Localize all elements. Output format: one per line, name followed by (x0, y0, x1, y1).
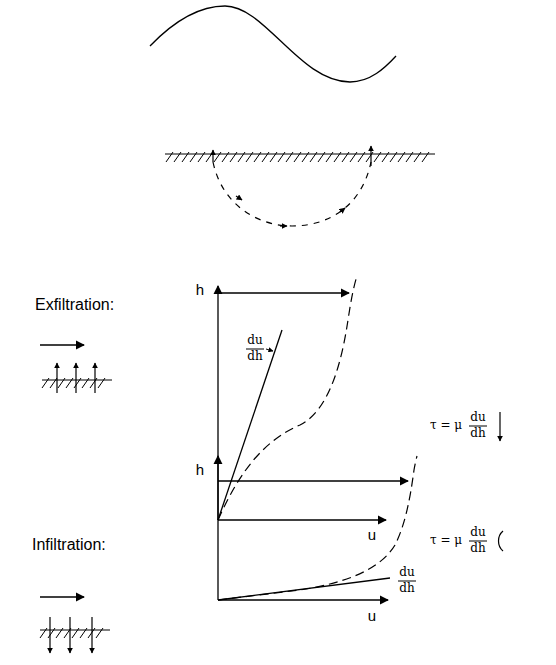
shear-arrow (499, 412, 500, 441)
hatch-mark (74, 378, 81, 388)
wave (150, 6, 396, 82)
hatch-mark (414, 152, 421, 162)
velocity-profile (218, 456, 417, 600)
hatch-mark (358, 152, 365, 162)
hatch-mark (40, 628, 47, 638)
seabed (42, 380, 112, 381)
hatch-mark (198, 152, 205, 162)
hatch-mark (326, 152, 333, 162)
gradient-line (218, 330, 282, 520)
hatch-mark (230, 152, 237, 162)
hatch-mark (222, 152, 229, 162)
infiltration-arrow (69, 617, 70, 653)
hatch-mark (422, 152, 429, 162)
section-title: Exfiltration: (35, 296, 114, 314)
infiltration-arrow (91, 617, 92, 653)
fraction-bar (246, 349, 264, 350)
hatch-mark (390, 152, 397, 162)
hatch-mark (286, 152, 293, 162)
u-axis (218, 519, 386, 520)
hatch-mark (66, 378, 73, 388)
circulation-arrowhead (236, 196, 242, 200)
fraction-bar (469, 426, 487, 427)
hatch-mark (398, 152, 405, 162)
hatch-mark (342, 152, 349, 162)
hatch-mark (318, 152, 325, 162)
hatch-mark (98, 378, 105, 388)
hatch-mark (182, 152, 189, 162)
formula: τ = μ (430, 419, 462, 432)
depth-arrow (218, 480, 408, 481)
h-axis (217, 456, 218, 600)
hatch-mark (90, 378, 97, 388)
hatch-mark (278, 152, 285, 162)
axis-label: u (368, 527, 376, 544)
hatch-mark (302, 152, 309, 162)
axis-label: h (196, 462, 204, 479)
hatch-mark (72, 628, 79, 638)
fraction-numerator: du (399, 566, 414, 579)
hatch-mark (174, 152, 181, 162)
exfiltration-arrow (94, 363, 95, 393)
hatch-mark (214, 152, 221, 162)
u-axis (218, 599, 388, 600)
exfiltration-arrow (75, 363, 76, 393)
formula: τ = μ (430, 534, 462, 547)
hatch-mark (42, 378, 49, 388)
hatch-mark (82, 378, 89, 388)
hatch-mark (166, 152, 173, 162)
hatch-mark (406, 152, 413, 162)
circulation-arrowhead (340, 208, 345, 212)
hatch-mark (350, 152, 357, 162)
fraction-numerator: du (470, 526, 485, 539)
fraction-denominator: dh (247, 350, 262, 363)
hatch-mark (334, 152, 341, 162)
flow-arrow (40, 344, 84, 345)
hatch-mark (80, 628, 87, 638)
fraction-denominator: dh (399, 582, 414, 595)
hatch-mark (56, 628, 63, 638)
hatch-mark (238, 152, 245, 162)
shear-arrow (499, 531, 504, 551)
hatch-mark (96, 628, 103, 638)
hatch-mark (88, 628, 95, 638)
hatch-mark (310, 152, 317, 162)
hatch-mark (246, 152, 253, 162)
axis-label: h (196, 282, 204, 299)
fraction-denominator: dh (470, 427, 485, 440)
fraction-denominator: dh (470, 542, 485, 555)
depth-arrow (218, 292, 349, 293)
hatch-mark (374, 152, 381, 162)
leader-arrow (266, 349, 273, 351)
hatch-mark (48, 628, 55, 638)
flow-arrow (40, 596, 84, 597)
hatch-mark (262, 152, 269, 162)
hatch-mark (366, 152, 373, 162)
hatch-mark (58, 378, 65, 388)
hatch-mark (254, 152, 261, 162)
hatch-mark (294, 152, 301, 162)
hatch-mark (382, 152, 389, 162)
circulation-path (213, 162, 371, 226)
fraction-bar (398, 581, 416, 582)
hatch-mark (50, 378, 57, 388)
hatch-mark (270, 152, 277, 162)
hatch-mark (190, 152, 197, 162)
axis-label: u (368, 608, 376, 625)
hatch-mark (206, 152, 213, 162)
fraction-bar (469, 541, 487, 542)
fraction-numerator: du (470, 411, 485, 424)
velocity-profile (218, 276, 357, 520)
circulation-arrowhead (280, 225, 287, 226)
hatch-mark (64, 628, 71, 638)
section-title: Infiltration: (32, 536, 106, 554)
fraction-numerator: du (247, 334, 262, 347)
